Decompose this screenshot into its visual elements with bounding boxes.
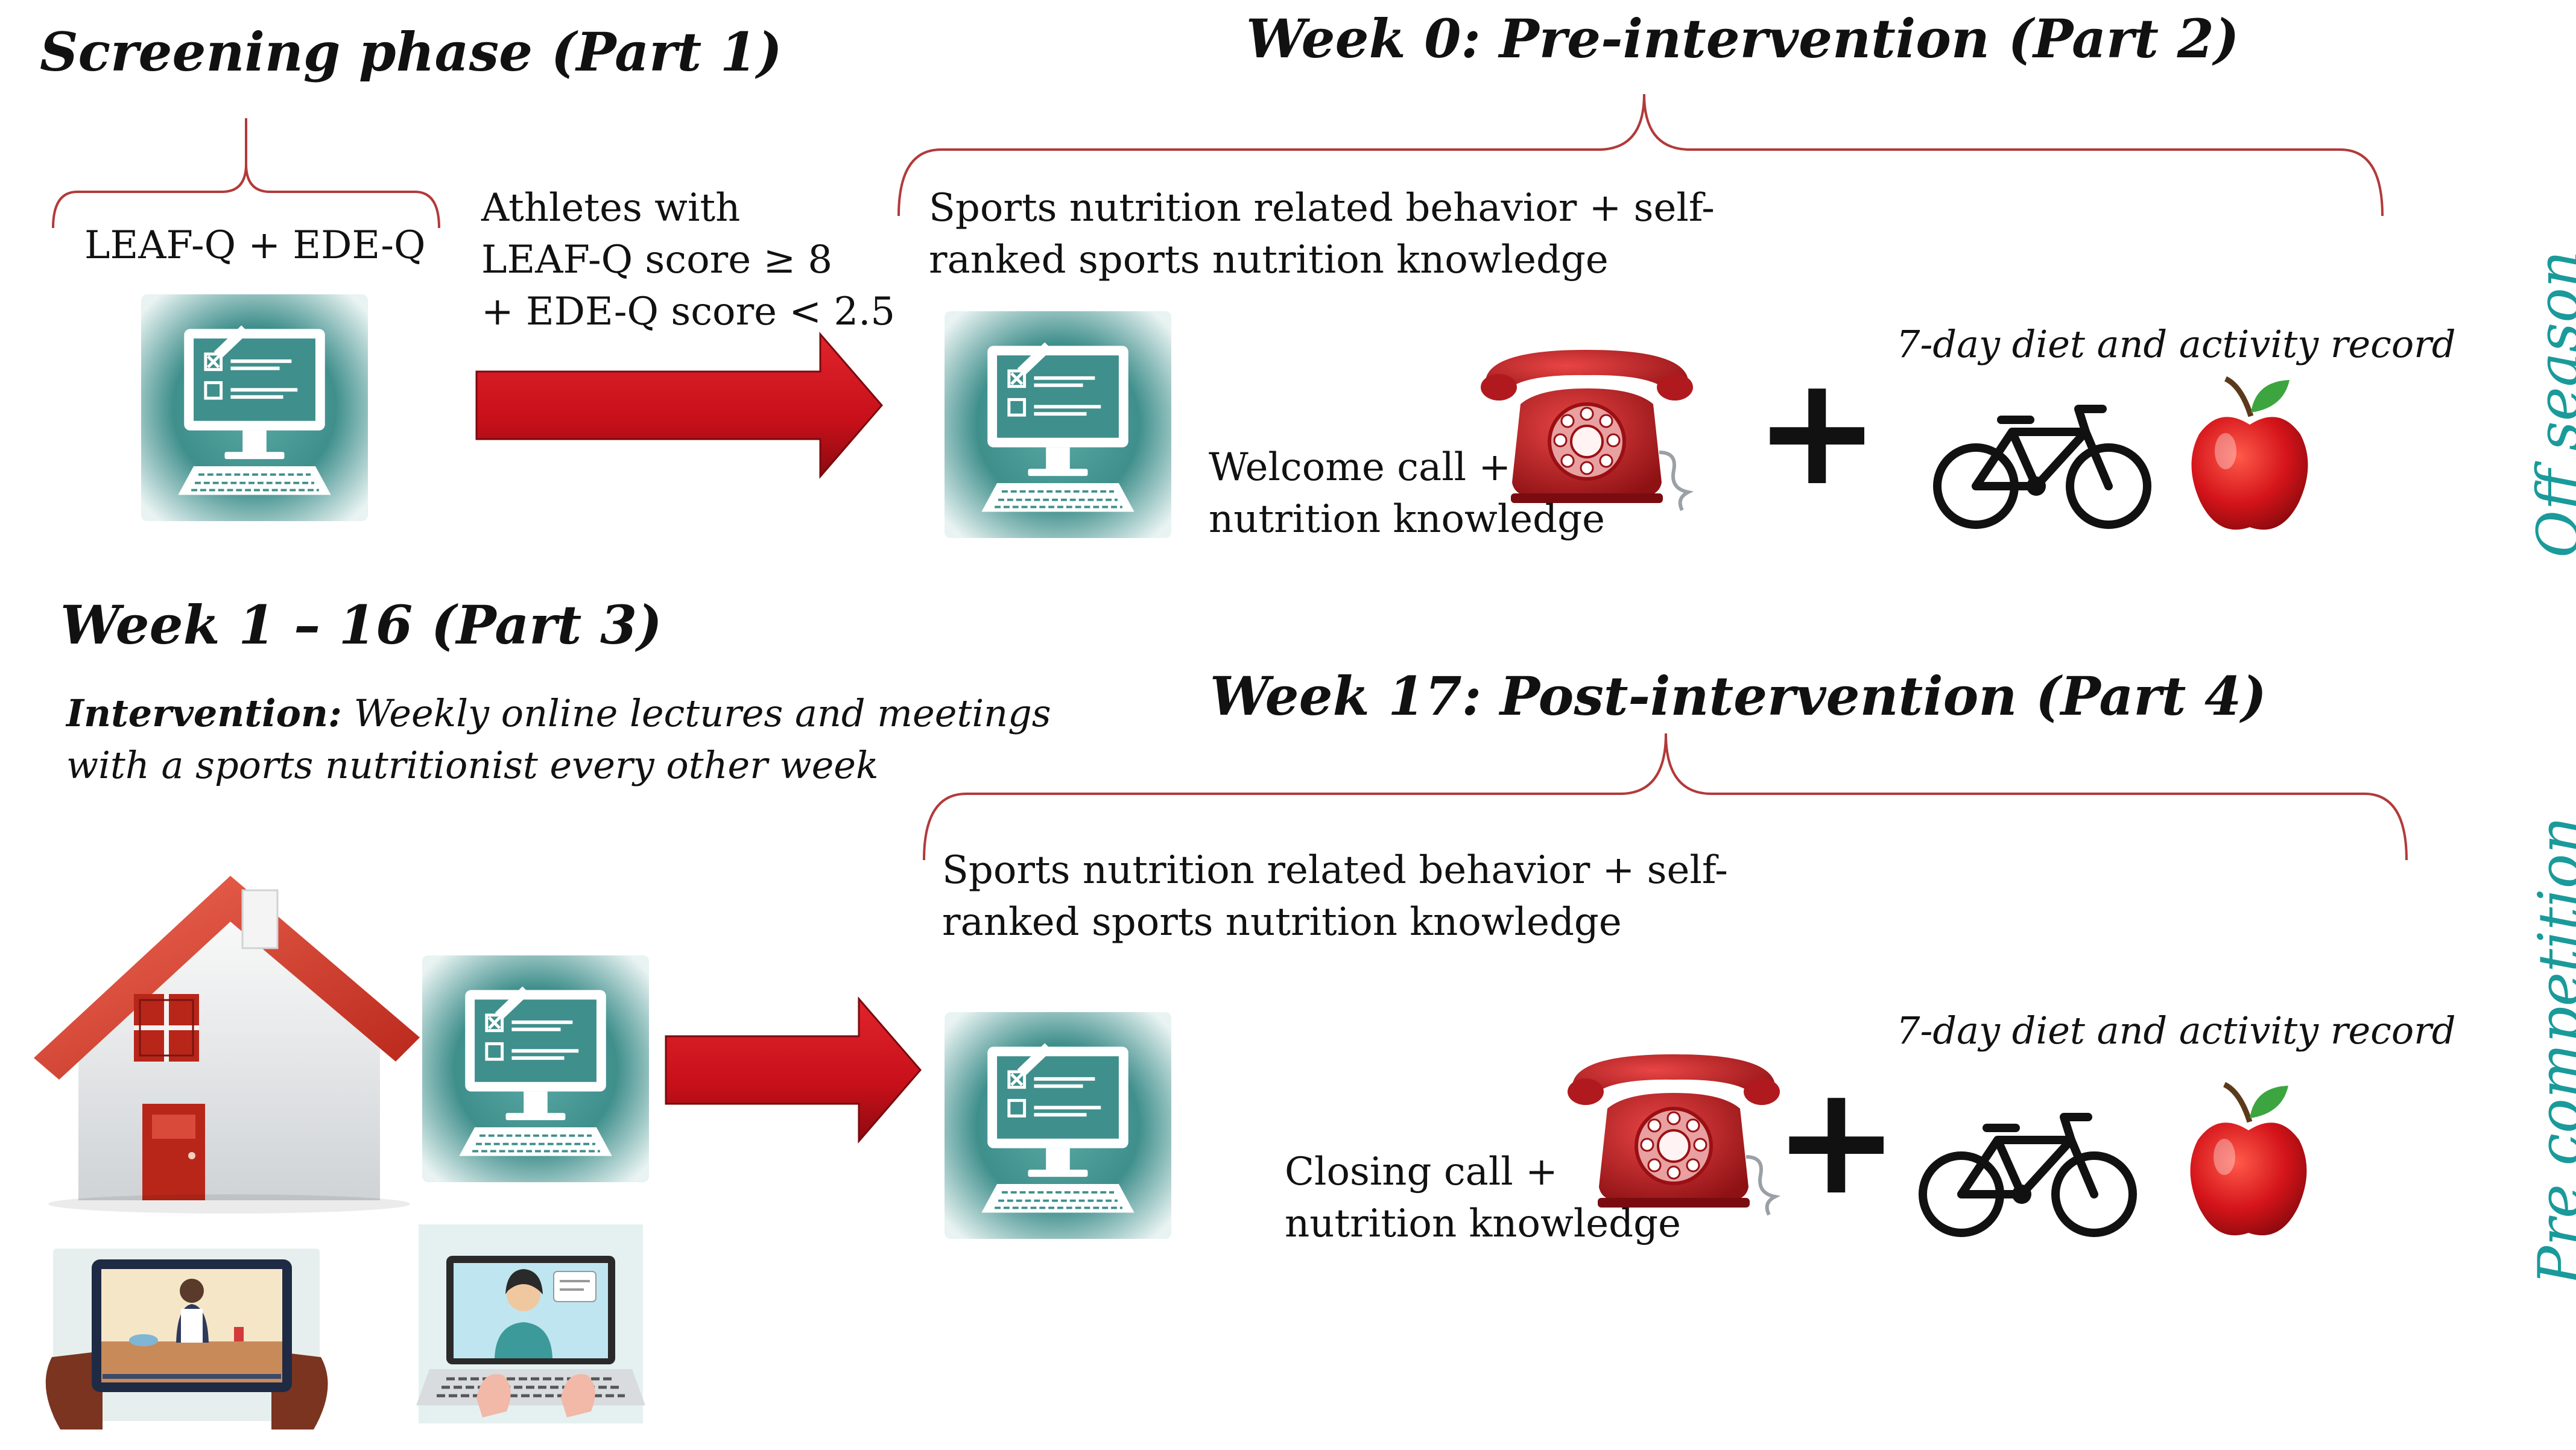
rotary-phone-icon xyxy=(1568,1054,1780,1215)
plus-sign: + xyxy=(1754,343,1881,519)
intervention-description-line2: with a sports nutritionist every other w… xyxy=(66,743,879,787)
bracket-part4 xyxy=(923,733,2408,861)
house-icon xyxy=(34,876,420,1214)
part2-heading: Week 0: Pre-intervention (Part 2) xyxy=(1246,7,2239,70)
video-call-laptop-icon xyxy=(416,1224,645,1423)
part3-heading: Week 1 – 16 (Part 3) xyxy=(60,594,662,656)
bicycle-icon xyxy=(1937,409,2147,525)
survey-computer-icon xyxy=(945,311,1171,538)
bicycle-icon xyxy=(1923,1117,2133,1233)
intervention-description-line1: Intervention: Weekly online lectures and… xyxy=(66,691,1051,735)
pre-competition-label: Pre competition xyxy=(2526,816,2576,1285)
survey-computer-icon xyxy=(422,955,649,1182)
apple-icon xyxy=(2190,1084,2306,1235)
part2-survey-line2: ranked sports nutrition knowledge xyxy=(929,238,1609,282)
part2-survey-line1: Sports nutrition related behavior + self… xyxy=(929,186,1715,230)
part4-heading: Week 17: Post-intervention (Part 4) xyxy=(1210,665,2267,727)
bracket-part1 xyxy=(52,118,440,229)
part4-record-label: 7-day diet and activity record xyxy=(1896,1008,2456,1053)
part2-record-label: 7-day diet and activity record xyxy=(1896,322,2456,366)
closing-call-line2: nutrition knowledge xyxy=(1285,1201,1681,1246)
intervention-label: Intervention: xyxy=(66,691,342,735)
survey-computer-icon xyxy=(141,294,368,521)
part1-heading: Screening phase (Part 1) xyxy=(40,21,782,83)
inclusion-criteria-line2: LEAF-Q score ≥ 8 xyxy=(481,238,833,282)
part4-survey-line2: ranked sports nutrition knowledge xyxy=(942,900,1622,945)
survey-computer-icon xyxy=(945,1012,1171,1239)
welcome-call-line2: nutrition knowledge xyxy=(1209,497,1605,542)
inclusion-criteria-line3: + EDE-Q score < 2.5 xyxy=(481,290,896,334)
welcome-call-line1: Welcome call + xyxy=(1209,445,1511,490)
arrow-screening-to-pre xyxy=(475,331,883,480)
bracket-part2 xyxy=(897,93,2384,217)
inclusion-criteria-line1: Athletes with xyxy=(481,186,741,230)
part4-survey-line1: Sports nutrition related behavior + self… xyxy=(942,848,1728,893)
closing-call-line1: Closing call + xyxy=(1285,1150,1558,1194)
intervention-text: Weekly online lectures and meetings xyxy=(341,691,1051,735)
apple-icon xyxy=(2191,379,2308,530)
cooking-video-tablet-icon xyxy=(45,1249,328,1429)
rotary-phone-icon xyxy=(1481,350,1693,510)
part1-measures: LEAF-Q + EDE-Q xyxy=(84,223,426,268)
plus-sign: + xyxy=(1773,1053,1900,1228)
arrow-intervention-to-post xyxy=(665,996,922,1144)
off-season-label: Off season xyxy=(2525,250,2576,558)
